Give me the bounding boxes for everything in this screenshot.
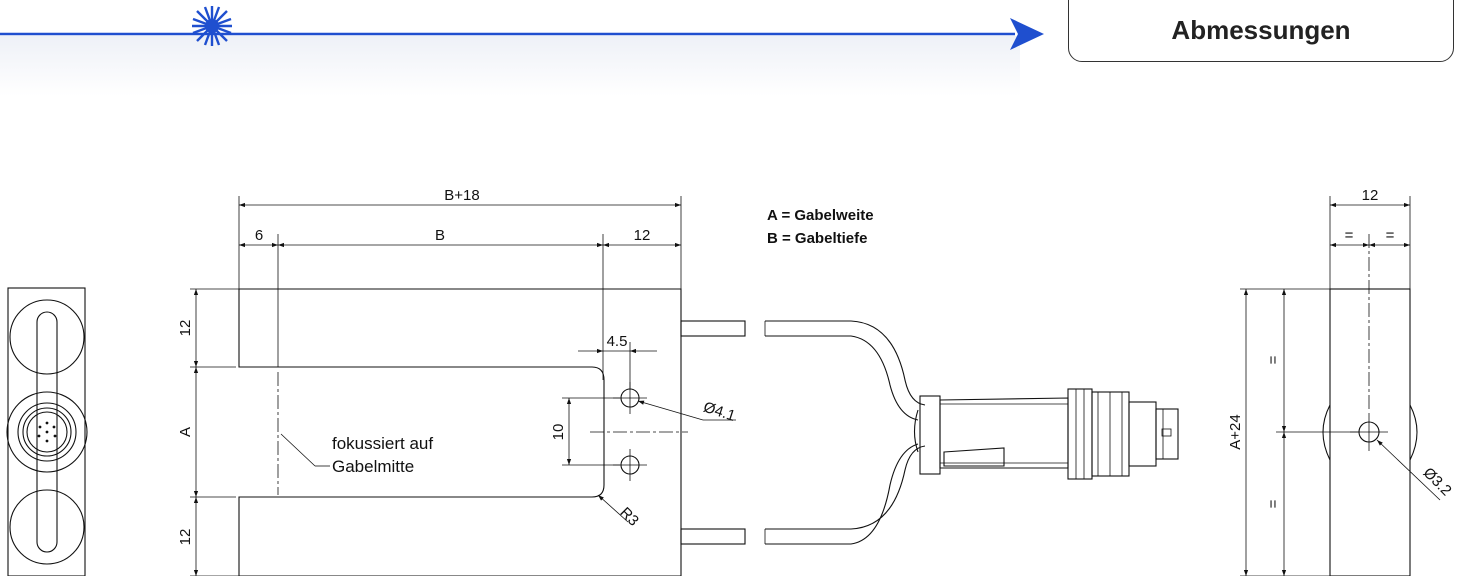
dim-top-leg: 12 <box>177 320 194 337</box>
side-dim-eq-top: = <box>1265 355 1282 364</box>
dim-corner-radius: R3 <box>616 504 642 530</box>
header-rule <box>0 6 1044 96</box>
dim-bottom-leg: 12 <box>177 529 194 546</box>
dim-right-part: 12 <box>634 227 651 244</box>
side-dim-height: A+24 <box>1227 414 1244 449</box>
dim-hole-diameter: Ø4.1 <box>701 399 737 425</box>
end-view <box>6 287 88 576</box>
side-dim-eq-left: = <box>1345 227 1354 244</box>
dim-overall-width: B+18 <box>444 187 479 204</box>
side-view <box>1240 196 1441 576</box>
front-view <box>190 196 746 576</box>
focus-note-line1: fokussiert auf <box>332 434 433 453</box>
page-title: Abmessungen <box>1171 15 1351 45</box>
laser-star-icon <box>192 6 232 46</box>
side-dim-eq-right: = <box>1386 227 1395 244</box>
legend-a: A = Gabelweite <box>767 207 874 224</box>
cable-connector <box>764 320 1179 545</box>
focus-note-line2: Gabelmitte <box>332 457 414 476</box>
side-dim-hole-diameter: Ø3.2 <box>1420 464 1455 499</box>
side-dim-width: 12 <box>1362 187 1379 204</box>
dim-left-offset: 6 <box>255 227 263 244</box>
title-box <box>1068 0 1454 62</box>
side-dim-eq-bottom: = <box>1265 499 1282 508</box>
dim-depth: B <box>435 227 445 244</box>
legend-b: B = Gabeltiefe <box>767 230 867 247</box>
dim-hole-offset: 4.5 <box>607 333 628 350</box>
arrow-right-icon <box>1010 18 1044 50</box>
dim-hole-spacing: 10 <box>550 424 567 441</box>
dim-gap: A <box>177 427 194 437</box>
